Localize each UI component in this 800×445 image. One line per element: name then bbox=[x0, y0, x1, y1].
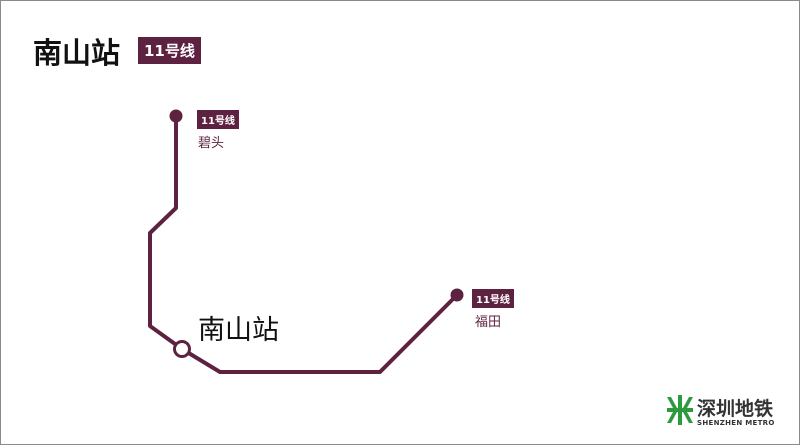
metro-logo-icon bbox=[667, 395, 693, 425]
station-dot-bitou bbox=[169, 109, 183, 123]
current-station-label: 南山站 bbox=[198, 315, 279, 346]
station-label-bitou: 碧头 bbox=[198, 136, 225, 151]
station-label-futian: 福田 bbox=[475, 315, 502, 330]
logo-text-en: SHENZHEN METRO bbox=[697, 419, 775, 427]
station-badge-futian: 11号线 bbox=[472, 289, 514, 308]
page-title: 南山站 bbox=[33, 36, 121, 70]
station-dot-futian bbox=[450, 288, 464, 302]
route-line bbox=[148, 116, 459, 374]
logo-text-cn: 深圳地铁 bbox=[697, 398, 774, 420]
current-station-marker bbox=[173, 340, 191, 358]
station-badge-bitou: 11号线 bbox=[197, 110, 239, 129]
line-badge: 11号线 bbox=[138, 37, 201, 64]
